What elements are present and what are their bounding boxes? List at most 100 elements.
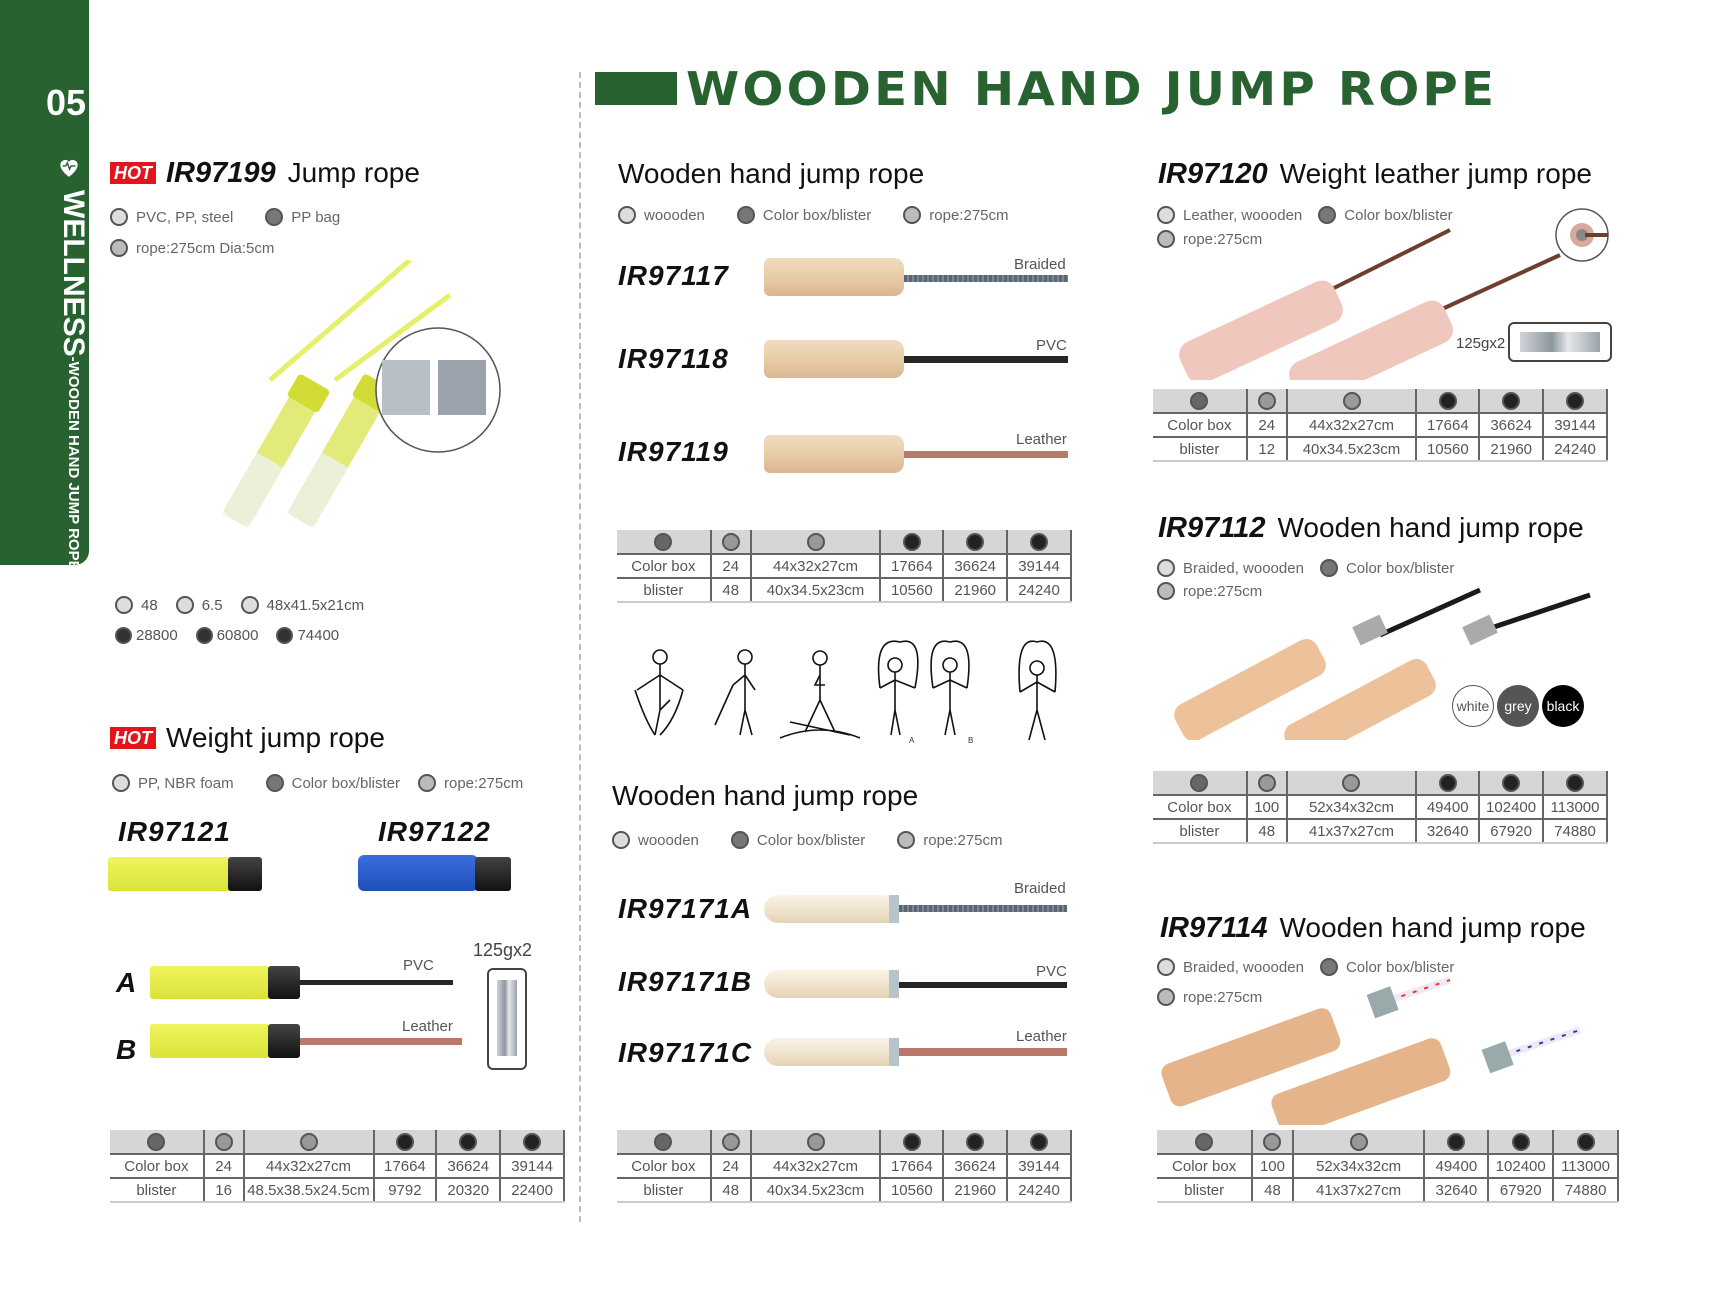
- page-number: 05: [46, 82, 87, 123]
- carton-icon: [806, 532, 825, 551]
- handle-ferrule: [889, 1038, 899, 1066]
- container-20-icon: [1447, 1132, 1466, 1151]
- weight-label: 125gx2: [1456, 335, 1506, 352]
- product-name: Jump rope: [287, 157, 420, 188]
- container-40-icon: [966, 532, 985, 551]
- rope-label: PVC: [1036, 963, 1067, 980]
- container-40hq-icon: [1030, 1132, 1049, 1151]
- product-code: IR97121: [118, 816, 231, 847]
- container-20-icon: [395, 1132, 414, 1151]
- container-20-icon: [1438, 773, 1457, 792]
- container-40-icon: [195, 627, 213, 644]
- packing-icon: [654, 1132, 673, 1151]
- rope-label: PVC: [1036, 337, 1067, 354]
- product-code: IR97118: [618, 343, 729, 374]
- rope-braided: [904, 275, 1068, 282]
- qty-icon: [721, 532, 740, 551]
- spec-row: woooden Color box/blister rope:275cm: [612, 831, 1003, 849]
- rope-braided: [899, 905, 1067, 912]
- variant-letter: B: [116, 1034, 138, 1065]
- carton-icon: [299, 1132, 318, 1151]
- product-title-wooden-2: Wooden hand jump rope: [612, 780, 919, 811]
- material-icon: [618, 206, 636, 224]
- product-image-ir97114: [1161, 976, 1582, 1125]
- carton-icon: [1349, 1132, 1368, 1151]
- handle-cap: [475, 857, 511, 891]
- product-name: Wooden hand jump rope: [1279, 912, 1586, 943]
- hot-badge: HOT: [110, 727, 156, 749]
- product-code: IR97171B: [618, 966, 753, 997]
- packing-icon: [1318, 206, 1337, 224]
- spec-row: Braided, woooden Color box/blister: [1157, 559, 1454, 577]
- rope-pvc: [899, 982, 1067, 988]
- container-40hq-icon: [1576, 1132, 1595, 1151]
- handle-cap: [268, 1024, 300, 1058]
- container-20-icon: [115, 627, 132, 644]
- weight-insert: [1508, 322, 1612, 362]
- spec-row: rope:275cm Dia:5cm: [110, 239, 274, 257]
- packing-icon: [1190, 391, 1209, 410]
- size-icon: [418, 774, 436, 792]
- hot-badge: HOT: [110, 162, 156, 184]
- figure-icon: [1018, 640, 1057, 741]
- size-icon: [897, 831, 916, 849]
- qty-icon: [115, 596, 133, 614]
- material-icon: [110, 208, 128, 226]
- product-code: IR97112: [1158, 512, 1266, 544]
- product-title-wooden-1: Wooden hand jump rope: [618, 158, 925, 189]
- material-icon: [1157, 958, 1175, 976]
- packing-icon: [654, 532, 673, 551]
- packing-icon: [147, 1132, 166, 1151]
- logistics-row: 48 6.5 48x41.5x21cm: [115, 596, 364, 614]
- product-image-ir97112: [1174, 587, 1591, 740]
- header-bar: [595, 72, 677, 105]
- size-icon: [110, 239, 128, 257]
- product-name: Weight jump rope: [166, 722, 385, 753]
- product-code: IR97171C: [618, 1037, 753, 1068]
- packing-icon: [1319, 958, 1338, 976]
- handle-cap: [228, 857, 262, 891]
- rope-leather: [904, 451, 1068, 458]
- product-name: Wooden hand jump rope: [1277, 512, 1584, 543]
- handle-yellow: [108, 857, 230, 891]
- container-40hq-icon: [1566, 773, 1585, 792]
- rope-leather: [300, 1038, 462, 1045]
- product-title-ir97112: IR97112 Wooden hand jump rope: [1158, 512, 1584, 545]
- handle-ferrule: [889, 970, 899, 998]
- product-title-weight-rope: HOT Weight jump rope: [110, 722, 385, 754]
- handle-wood: [764, 895, 892, 923]
- spec-row: woooden Color box/blister rope:275cm: [618, 206, 1009, 224]
- packing-icon: [1319, 559, 1338, 577]
- rope-leather: [899, 1048, 1067, 1056]
- container-20-icon: [1438, 391, 1457, 410]
- weight-label: 125gx2: [473, 940, 533, 960]
- spec-row: rope:275cm: [1157, 988, 1262, 1006]
- container-40hq-icon: [523, 1132, 542, 1151]
- handle-yellow: [150, 966, 270, 999]
- packing-icon: [736, 206, 755, 224]
- figure-icon: [877, 640, 919, 736]
- exercise-illustrations: [634, 640, 1057, 741]
- rope-label: PVC: [403, 957, 434, 974]
- variant-letter: A: [116, 967, 138, 998]
- rope-label: Leather: [402, 1018, 453, 1035]
- size-icon: [903, 206, 922, 224]
- packing-icon: [1190, 773, 1209, 792]
- qty-icon: [1257, 391, 1276, 410]
- heart-icon: [60, 159, 78, 177]
- color-swatch-black: black: [1542, 685, 1584, 727]
- spec-row: Leather, woooden Color box/blister: [1157, 206, 1453, 224]
- handle-yellow: [150, 1024, 270, 1058]
- handle-wood: [764, 1038, 892, 1066]
